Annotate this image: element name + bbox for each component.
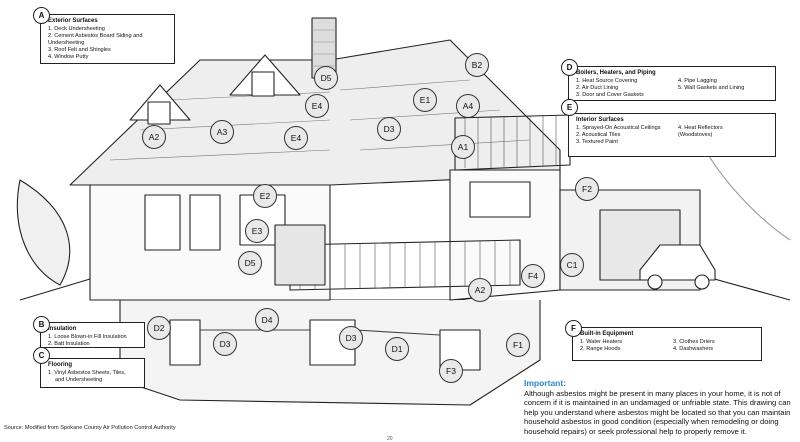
list-item: 1. Heat Source Covering <box>576 78 638 84</box>
callout-label: A2 <box>142 125 166 149</box>
box-exterior-surfaces: Exterior Surfaces 1. Deck Undersheeting … <box>40 14 175 64</box>
box-title: Boilers, Heaters, and Piping <box>576 70 656 76</box>
callout-label: D4 <box>255 308 279 332</box>
callout-label: D3 <box>377 117 401 141</box>
box-title: Exterior Surfaces <box>48 18 98 24</box>
letter-badge-b: B <box>33 316 50 333</box>
fireplace <box>274 224 326 286</box>
list-item: 1. Sprayed-On Acoustical Ceilings <box>576 125 661 131</box>
tree <box>16 179 71 286</box>
callout-label: B2 <box>465 53 489 77</box>
callout-label: F4 <box>521 264 545 288</box>
page-number: 20 <box>387 436 393 442</box>
list-item: 2. Air Duct Lining <box>576 85 619 91</box>
callout-label: F3 <box>439 359 463 383</box>
box-title: Interior Surfaces <box>576 117 624 123</box>
list-item: 3. Clothes Driers <box>673 339 715 345</box>
car <box>639 244 716 281</box>
letter-badge-a: A <box>33 7 50 24</box>
callout-label: D3 <box>213 332 237 356</box>
list-item: 4. Dashwashers <box>673 346 714 352</box>
callout-label: D5 <box>314 66 338 90</box>
callout-label: E4 <box>284 126 308 150</box>
callout-label: C1 <box>560 253 584 277</box>
letter-badge-f: F <box>565 320 582 337</box>
list-item: 2. Batt Insulation <box>48 341 90 347</box>
important-text: Although asbestos might be present in ma… <box>524 388 791 436</box>
callout-label: E4 <box>305 94 329 118</box>
source-credit: Source: Modified from Spokane County Air… <box>4 425 176 431</box>
callout-label: A3 <box>210 120 234 144</box>
callout-label: E2 <box>253 184 277 208</box>
letter-badge-d: D <box>561 59 578 76</box>
list-item: 4. Heat Reflectors <box>678 125 723 131</box>
callout-label: D2 <box>147 316 171 340</box>
list-item: 1. Water Heaters <box>580 339 623 345</box>
list-item: 3. Textured Paint <box>576 139 618 145</box>
box-title: Insulation <box>48 326 77 332</box>
callout-label: D1 <box>385 337 409 361</box>
important-heading: Important: <box>524 378 567 388</box>
list-item: 2. Cement Asbestos Board Siding and Unde… <box>48 33 143 46</box>
callout-label: F1 <box>506 333 530 357</box>
box-flooring: Flooring 1. Vinyl Asbestos Sheets, Tiles… <box>40 358 145 388</box>
list-item: 3. Door and Cover Gaskets <box>576 92 644 98</box>
callout-label: A2 <box>468 278 492 302</box>
callout-label: F2 <box>575 177 599 201</box>
box-insulation: Insulation 1. Loose Blown-in Fill Insula… <box>40 322 145 348</box>
callout-label: E1 <box>413 88 437 112</box>
callout-label: A1 <box>451 135 475 159</box>
list-item: (Woodstoves) <box>678 132 713 138</box>
list-item: 1. Vinyl Asbestos Sheets, Tiles, <box>48 370 126 376</box>
list-item: 5. Wall Gaskets and Lining <box>678 85 745 91</box>
letter-badge-e: E <box>561 99 578 116</box>
box-interior-surfaces: Interior Surfaces 1. Sprayed-On Acoustic… <box>568 113 776 157</box>
list-item: 2. Acoustical Tiles <box>576 132 621 138</box>
list-item: 1. Deck Undersheeting <box>48 26 105 32</box>
list-item: 4. Pipe Lagging <box>678 78 717 84</box>
list-item: and Undersheeting <box>55 377 103 383</box>
list-item: 2. Range Hoods <box>580 346 621 352</box>
box-title: Built-in Equipment <box>580 331 634 337</box>
letter-badge-c: C <box>33 347 50 364</box>
box-title: Flooring <box>48 362 72 368</box>
callout-label: D3 <box>339 326 363 350</box>
dormer-window <box>147 101 171 125</box>
list-item: 4. Window Putty <box>48 54 89 60</box>
callout-label: D5 <box>238 251 262 275</box>
callout-label: E3 <box>245 219 269 243</box>
callout-label: A4 <box>456 94 480 118</box>
box-boilers-heaters-piping: Boilers, Heaters, and Piping 1. Heat Sou… <box>568 66 776 101</box>
dormer-window <box>251 71 275 97</box>
water-heater <box>169 319 201 366</box>
list-item: 3. Roof Felt and Shingles <box>48 47 111 53</box>
important-note: Important: Although asbestos might be pr… <box>524 378 798 437</box>
list-item: 1. Loose Blown-in Fill Insulation <box>48 334 127 340</box>
